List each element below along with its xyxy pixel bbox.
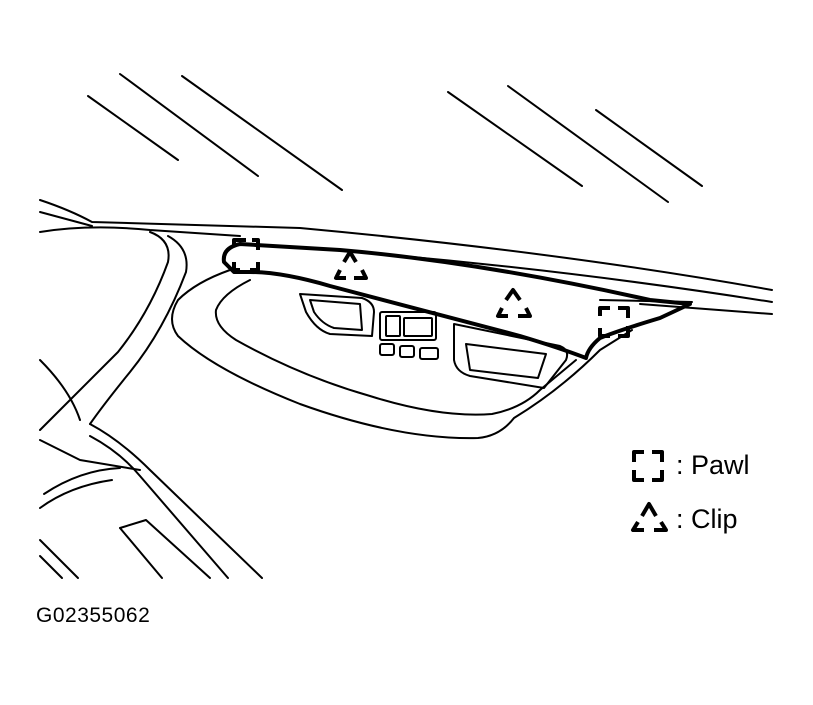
pawl-legend-label: : Pawl [676, 450, 750, 480]
figure-id: G02355062 [36, 604, 151, 627]
clip-marker-left [334, 250, 368, 280]
overhead-console-body [171, 269, 633, 440]
windshield-hatch-lines [87, 73, 703, 203]
console-panels [299, 293, 569, 389]
clip-legend-label: : Clip [676, 504, 738, 534]
console-cover-outline [221, 242, 692, 360]
clip-marker-right [496, 288, 532, 318]
pawl-marker-right [598, 306, 630, 338]
interior-lines [39, 423, 263, 579]
pawl-legend-symbol [632, 450, 664, 482]
clip-legend-symbol [631, 502, 668, 532]
a-pillar [39, 231, 188, 431]
pawl-marker-left [232, 238, 260, 272]
